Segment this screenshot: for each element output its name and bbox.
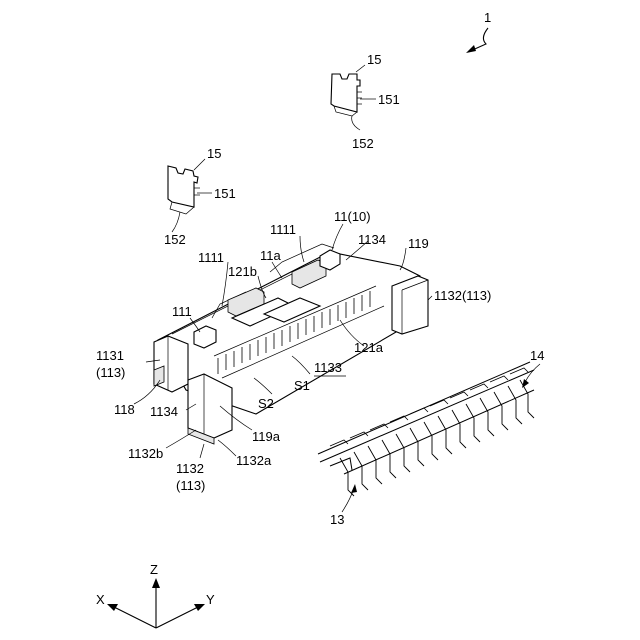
label-shell-left-152: 152: [164, 232, 186, 247]
label-shell-top-151: 151: [378, 92, 400, 107]
label-1132-bottom: 1132: [176, 461, 204, 476]
label-111: 111: [172, 304, 192, 319]
label-121b: 121b: [228, 264, 257, 279]
label-1111-right: 1111: [270, 222, 296, 237]
axis-label-x: X: [96, 592, 105, 607]
label-113-bottom: (113): [176, 478, 205, 493]
axis-label-y: Y: [206, 592, 215, 607]
label-119: 119: [408, 236, 429, 251]
label-1111-left: 1111: [198, 250, 224, 265]
label-shell-left: 15: [207, 146, 221, 161]
arrow-13: [351, 484, 357, 493]
label-shell-top-152: 152: [352, 136, 374, 151]
label-1134-top: 1134: [358, 232, 386, 247]
label-S1: S1: [294, 378, 310, 393]
leader-152-left: [172, 212, 180, 232]
label-14: 14: [530, 348, 544, 363]
label-housing: 11(10): [334, 209, 371, 224]
leader-15-top: [356, 65, 365, 72]
terminal-array: [318, 362, 534, 496]
label-S2: S2: [258, 396, 274, 411]
label-1134-bottom: 1134: [150, 404, 178, 419]
label-1132a: 1132a: [236, 453, 272, 468]
axis-label-z: Z: [150, 562, 158, 577]
shield-plate-left: [168, 166, 200, 214]
label-121a: 121a: [354, 340, 384, 355]
label-1132b: 1132b: [128, 446, 163, 461]
assembly-arrow: [466, 28, 488, 53]
shield-plate-top: [331, 74, 362, 116]
label-113-left: (113): [96, 365, 125, 380]
label-shell-left-151: 151: [214, 186, 236, 201]
label-11a: 11a: [260, 248, 281, 263]
label-118: 118: [114, 402, 135, 417]
label-119a: 119a: [252, 429, 281, 444]
label-1131: 1131: [96, 348, 124, 363]
arrow-14: [522, 379, 529, 388]
axis-triad: [107, 578, 205, 628]
label-1133: 1133: [314, 360, 342, 375]
label-assembly: 1: [484, 10, 491, 25]
label-shell-top: 15: [367, 52, 381, 67]
label-13: 13: [330, 512, 344, 527]
leader-152-top: [352, 116, 360, 130]
housing-body: [154, 244, 428, 444]
label-1132-113-right: 1132(113): [434, 288, 491, 303]
leader-15-left: [194, 159, 205, 170]
